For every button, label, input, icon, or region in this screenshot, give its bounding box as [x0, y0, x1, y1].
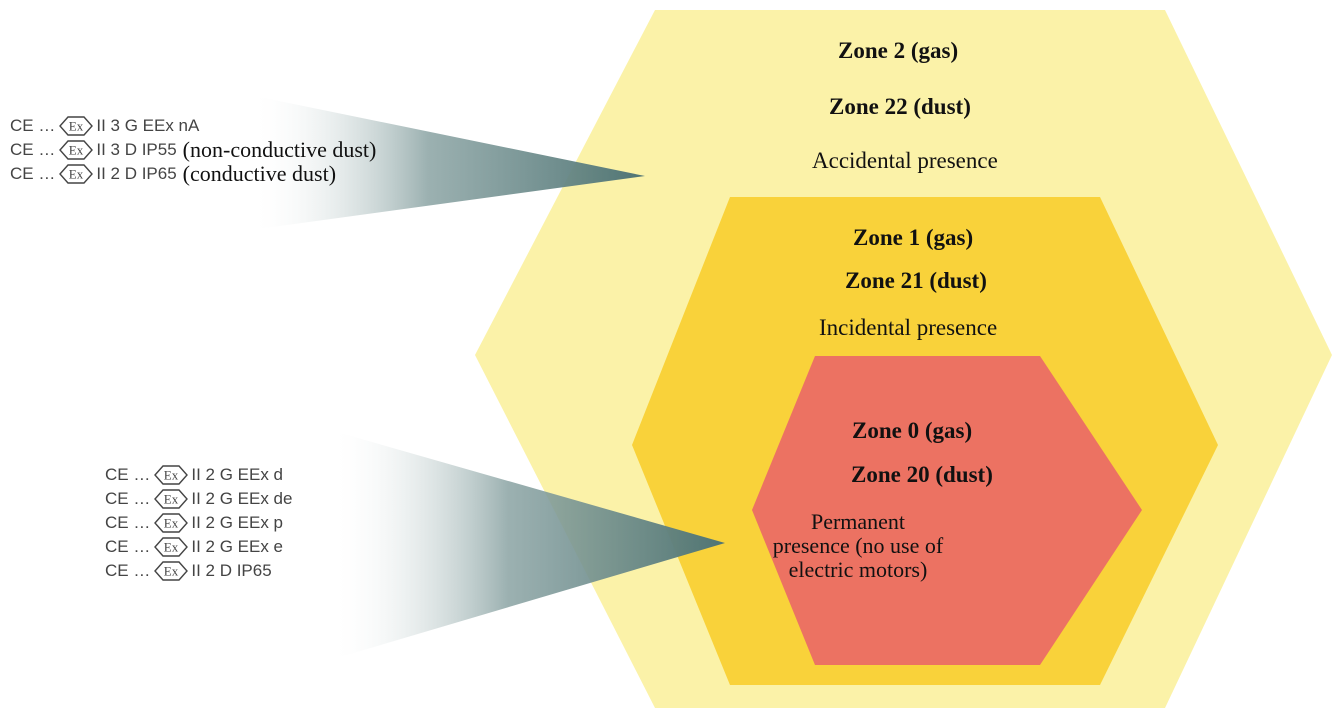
zone0-gas-title: Zone 0 (gas): [852, 418, 973, 443]
marking-row: CE … Ex II 2 G EEx d: [105, 463, 292, 487]
svg-text:Ex: Ex: [164, 492, 179, 507]
ex-icon: Ex: [154, 465, 189, 485]
zone0-dust-title: Zone 20 (dust): [851, 462, 993, 487]
ce-mark: CE …: [105, 537, 151, 556]
marking-row: CE … Ex II 2 D IP65 (conductive dust): [10, 162, 376, 186]
ce-mark: CE …: [10, 140, 56, 159]
zone0-hexagon: [752, 356, 1142, 665]
marking-note: (non-conductive dust): [182, 137, 377, 162]
ce-mark: CE …: [105, 561, 151, 580]
zone0-description-line: presence (no use of: [772, 533, 944, 558]
ce-mark: CE …: [105, 489, 151, 508]
ex-icon: Ex: [154, 489, 189, 509]
marking-row: CE … Ex II 2 G EEx p: [105, 511, 292, 535]
marking-row: CE … Ex II 2 G EEx e: [105, 535, 292, 559]
marking-row: CE … Ex II 3 D IP55 (non-conductive dust…: [10, 138, 376, 162]
marking-note: (conductive dust): [182, 161, 337, 186]
ex-icon: Ex: [59, 116, 94, 136]
zone0-description: Permanent presence (no use of electric m…: [738, 510, 978, 582]
marking-row: CE … Ex II 2 D IP65: [105, 559, 292, 583]
marking-code: II 2 G EEx de: [191, 489, 293, 508]
marking-row: CE … Ex II 3 G EEx nA: [10, 114, 376, 138]
zone2-gas-title: Zone 2 (gas): [838, 38, 959, 63]
marking-code: II 2 G EEx d: [191, 465, 283, 484]
marking-code: II 3 D IP55: [96, 140, 177, 159]
marking-code: II 3 G EEx nA: [96, 116, 200, 135]
marking-code: II 2 D IP65: [96, 164, 177, 183]
ce-mark: CE …: [10, 164, 56, 183]
marking-code: II 2 G EEx p: [191, 513, 283, 532]
zone1-pointer: [330, 430, 725, 660]
zone2-pointer: [250, 95, 645, 230]
zone1-dust-title: Zone 21 (dust): [845, 268, 987, 293]
marking-code: II 2 D IP65: [191, 561, 272, 580]
svg-text:Ex: Ex: [164, 540, 179, 555]
zone0-description-line: Permanent: [810, 509, 906, 534]
zone2-dust-title: Zone 22 (dust): [829, 94, 971, 119]
ex-icon: Ex: [59, 164, 94, 184]
svg-text:Ex: Ex: [69, 167, 84, 182]
zone1-gas-title: Zone 1 (gas): [853, 225, 974, 250]
zone1-description: Incidental presence: [819, 315, 998, 340]
zone2-description: Accidental presence: [812, 148, 998, 173]
ex-icon: Ex: [154, 561, 189, 581]
svg-text:Ex: Ex: [69, 143, 84, 158]
ce-mark: CE …: [10, 116, 56, 135]
ce-mark: CE …: [105, 465, 151, 484]
zone2-markings: CE … Ex II 3 G EEx nA CE … Ex II 3 D IP5…: [10, 114, 376, 186]
svg-text:Ex: Ex: [164, 564, 179, 579]
svg-text:Ex: Ex: [69, 119, 84, 134]
zone1-markings: CE … Ex II 2 G EEx d CE … Ex II 2 G EEx …: [105, 463, 292, 583]
svg-text:Ex: Ex: [164, 468, 179, 483]
ex-icon: Ex: [154, 537, 189, 557]
ce-mark: CE …: [105, 513, 151, 532]
marking-row: CE … Ex II 2 G EEx de: [105, 487, 292, 511]
zone0-description-line: electric motors): [788, 557, 928, 582]
svg-text:Ex: Ex: [164, 516, 179, 531]
ex-icon: Ex: [154, 513, 189, 533]
ex-icon: Ex: [59, 140, 94, 160]
marking-code: II 2 G EEx e: [191, 537, 283, 556]
